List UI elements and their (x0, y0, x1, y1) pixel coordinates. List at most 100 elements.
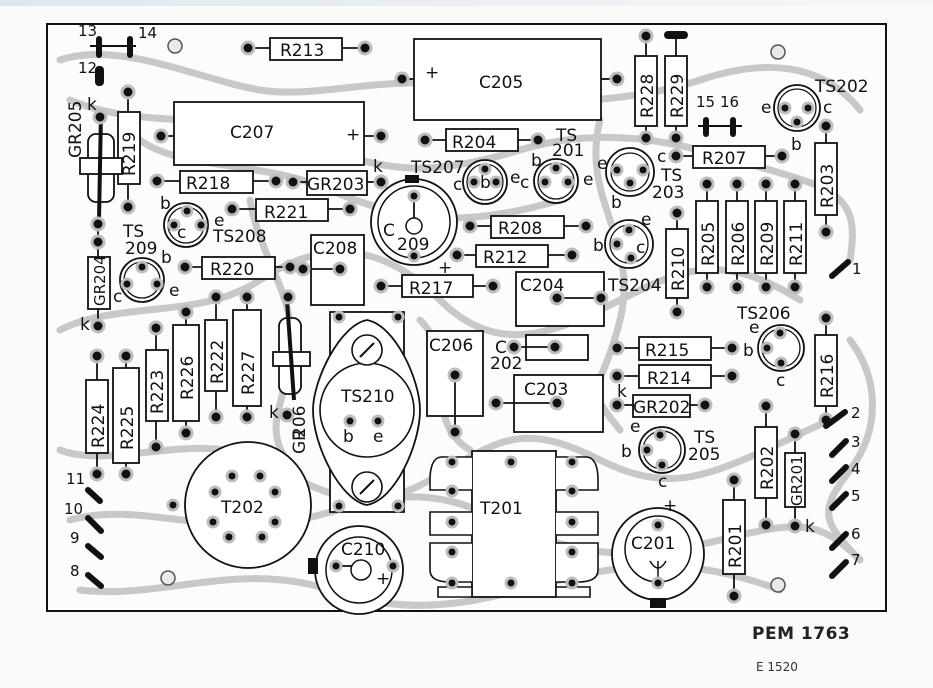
resistor-r203: R203 (814, 118, 838, 240)
r214-label: R214 (647, 369, 691, 389)
capacitor-c201: C201 + (611, 496, 705, 608)
c202-label-c: C (495, 338, 507, 358)
terminals: 13 14 12 15 16 1 2 3 4 5 6 7 11 10 9 8 (64, 22, 862, 589)
gr205-k: k (87, 95, 97, 115)
resistor-r209: R209 (754, 176, 778, 295)
c206-label: C206 (429, 336, 473, 356)
resistor-r210: R210 (665, 205, 689, 320)
r203-label: R203 (818, 164, 838, 208)
capacitor-c205: + C205 (394, 38, 625, 121)
terminal-15: 15 (696, 93, 715, 111)
ts205-b: b (621, 442, 632, 462)
ts209-b: b (161, 248, 172, 268)
c207-label: C207 (230, 123, 274, 143)
terminal-2: 2 (851, 404, 861, 422)
capacitor-c210: C210 + (308, 525, 404, 615)
ts203-label-ts: TS (660, 166, 682, 186)
resistor-r219: R219 (117, 84, 141, 215)
resistor-r201: R201 (722, 472, 746, 604)
capacitor-c208: C208 (295, 234, 365, 306)
transistor-ts210: TS210 b e (312, 310, 421, 513)
transistor-ts206: TS206 e b c (736, 304, 805, 391)
gr201-k: k (805, 517, 815, 537)
gr206-label-num: 206 (290, 406, 310, 438)
ts204-label: TS204 (607, 276, 662, 296)
ts206-e: e (749, 318, 759, 338)
r224-label: R224 (89, 404, 109, 448)
c205-plus: + (425, 63, 439, 83)
transformer-t202: T202 (166, 441, 312, 569)
c207-plus: + (346, 125, 360, 145)
transistor-ts205: e b c TS 205 (621, 417, 720, 492)
r227-label: R227 (239, 351, 259, 395)
r226-label: R226 (178, 356, 198, 400)
ts204-e: e (641, 210, 651, 230)
r202-label: R202 (758, 446, 778, 490)
ts210-e: e (373, 427, 383, 447)
ts207-c: c (453, 175, 462, 195)
resistor-r223: R223 (145, 320, 169, 455)
ts205-e: e (630, 417, 640, 437)
ts202-label: TS202 (814, 77, 869, 97)
r209-label: R209 (758, 222, 778, 266)
terminal-4: 4 (851, 460, 861, 478)
resistor-r208: R208 (462, 215, 594, 239)
r219-label: R219 (120, 132, 140, 176)
terminal-10: 10 (64, 500, 83, 518)
gr202-label: GR202 (633, 398, 690, 418)
resistor-r228: R228 (634, 28, 658, 146)
ts201-b: b (531, 151, 542, 171)
diode-gr205: k GR205 (66, 95, 123, 221)
diode-gr203: GR203 k (285, 157, 389, 196)
resistor-r226: R226 (172, 304, 200, 441)
capacitor-c202: C 202 (490, 334, 589, 374)
gr206-label-gr: GR (290, 429, 310, 454)
c210-label: C210 (341, 540, 385, 560)
ts203-b: b (611, 193, 622, 213)
ts209-e: e (169, 281, 179, 301)
terminal-3: 3 (851, 433, 861, 451)
resistor-r207: R207 (668, 145, 790, 169)
t201-label: T201 (479, 499, 523, 519)
r223-label: R223 (148, 370, 168, 414)
diode-gr204: GR204 k (80, 216, 111, 335)
resistor-r216: R216 (814, 310, 838, 428)
r210-label: R210 (669, 247, 689, 291)
r220-label: R220 (210, 260, 254, 280)
c202-label-num: 202 (490, 354, 522, 374)
ts203-c: c (657, 147, 666, 167)
gr201-label: GR201 (788, 455, 806, 506)
r221-label: R221 (264, 203, 308, 223)
resistor-r211: R211 (783, 176, 807, 295)
r207-label: R207 (702, 149, 746, 169)
figure-code-label: E 1520 (756, 660, 798, 674)
ts205-c: c (658, 472, 667, 492)
r206-label: R206 (729, 222, 749, 266)
gr204-k: k (80, 315, 90, 335)
terminal-12: 12 (78, 59, 97, 77)
resistor-r204: R204 (417, 128, 546, 153)
transformer-t201: T201 (429, 450, 599, 598)
r218-label: R218 (186, 174, 230, 194)
r215-label: R215 (645, 341, 689, 361)
resistor-r214: R214 (609, 364, 740, 389)
ts204-b: b (593, 236, 604, 256)
terminal-1: 1 (852, 260, 862, 278)
c209-label-num: 209 (397, 235, 429, 255)
transistor-ts207: TS207 c b e (410, 158, 520, 205)
c210-plus: + (376, 569, 390, 589)
capacitor-c207: + C207 (153, 101, 389, 166)
terminal-5: 5 (851, 487, 861, 505)
ts203-label-num: 203 (652, 183, 684, 203)
ts208-b: b (160, 194, 171, 214)
c201-label: C201 (631, 534, 675, 554)
transistor-ts208: b c e TS208 (160, 194, 267, 248)
ts204-c: c (636, 238, 645, 258)
ts210-label: TS210 (340, 387, 395, 407)
c209-plus: + (438, 258, 452, 278)
terminal-8: 8 (70, 562, 80, 580)
c203-label: C203 (524, 380, 568, 400)
diode-gr201: GR201 k (784, 426, 815, 537)
transistor-ts209: TS 209 b c e (113, 222, 179, 307)
